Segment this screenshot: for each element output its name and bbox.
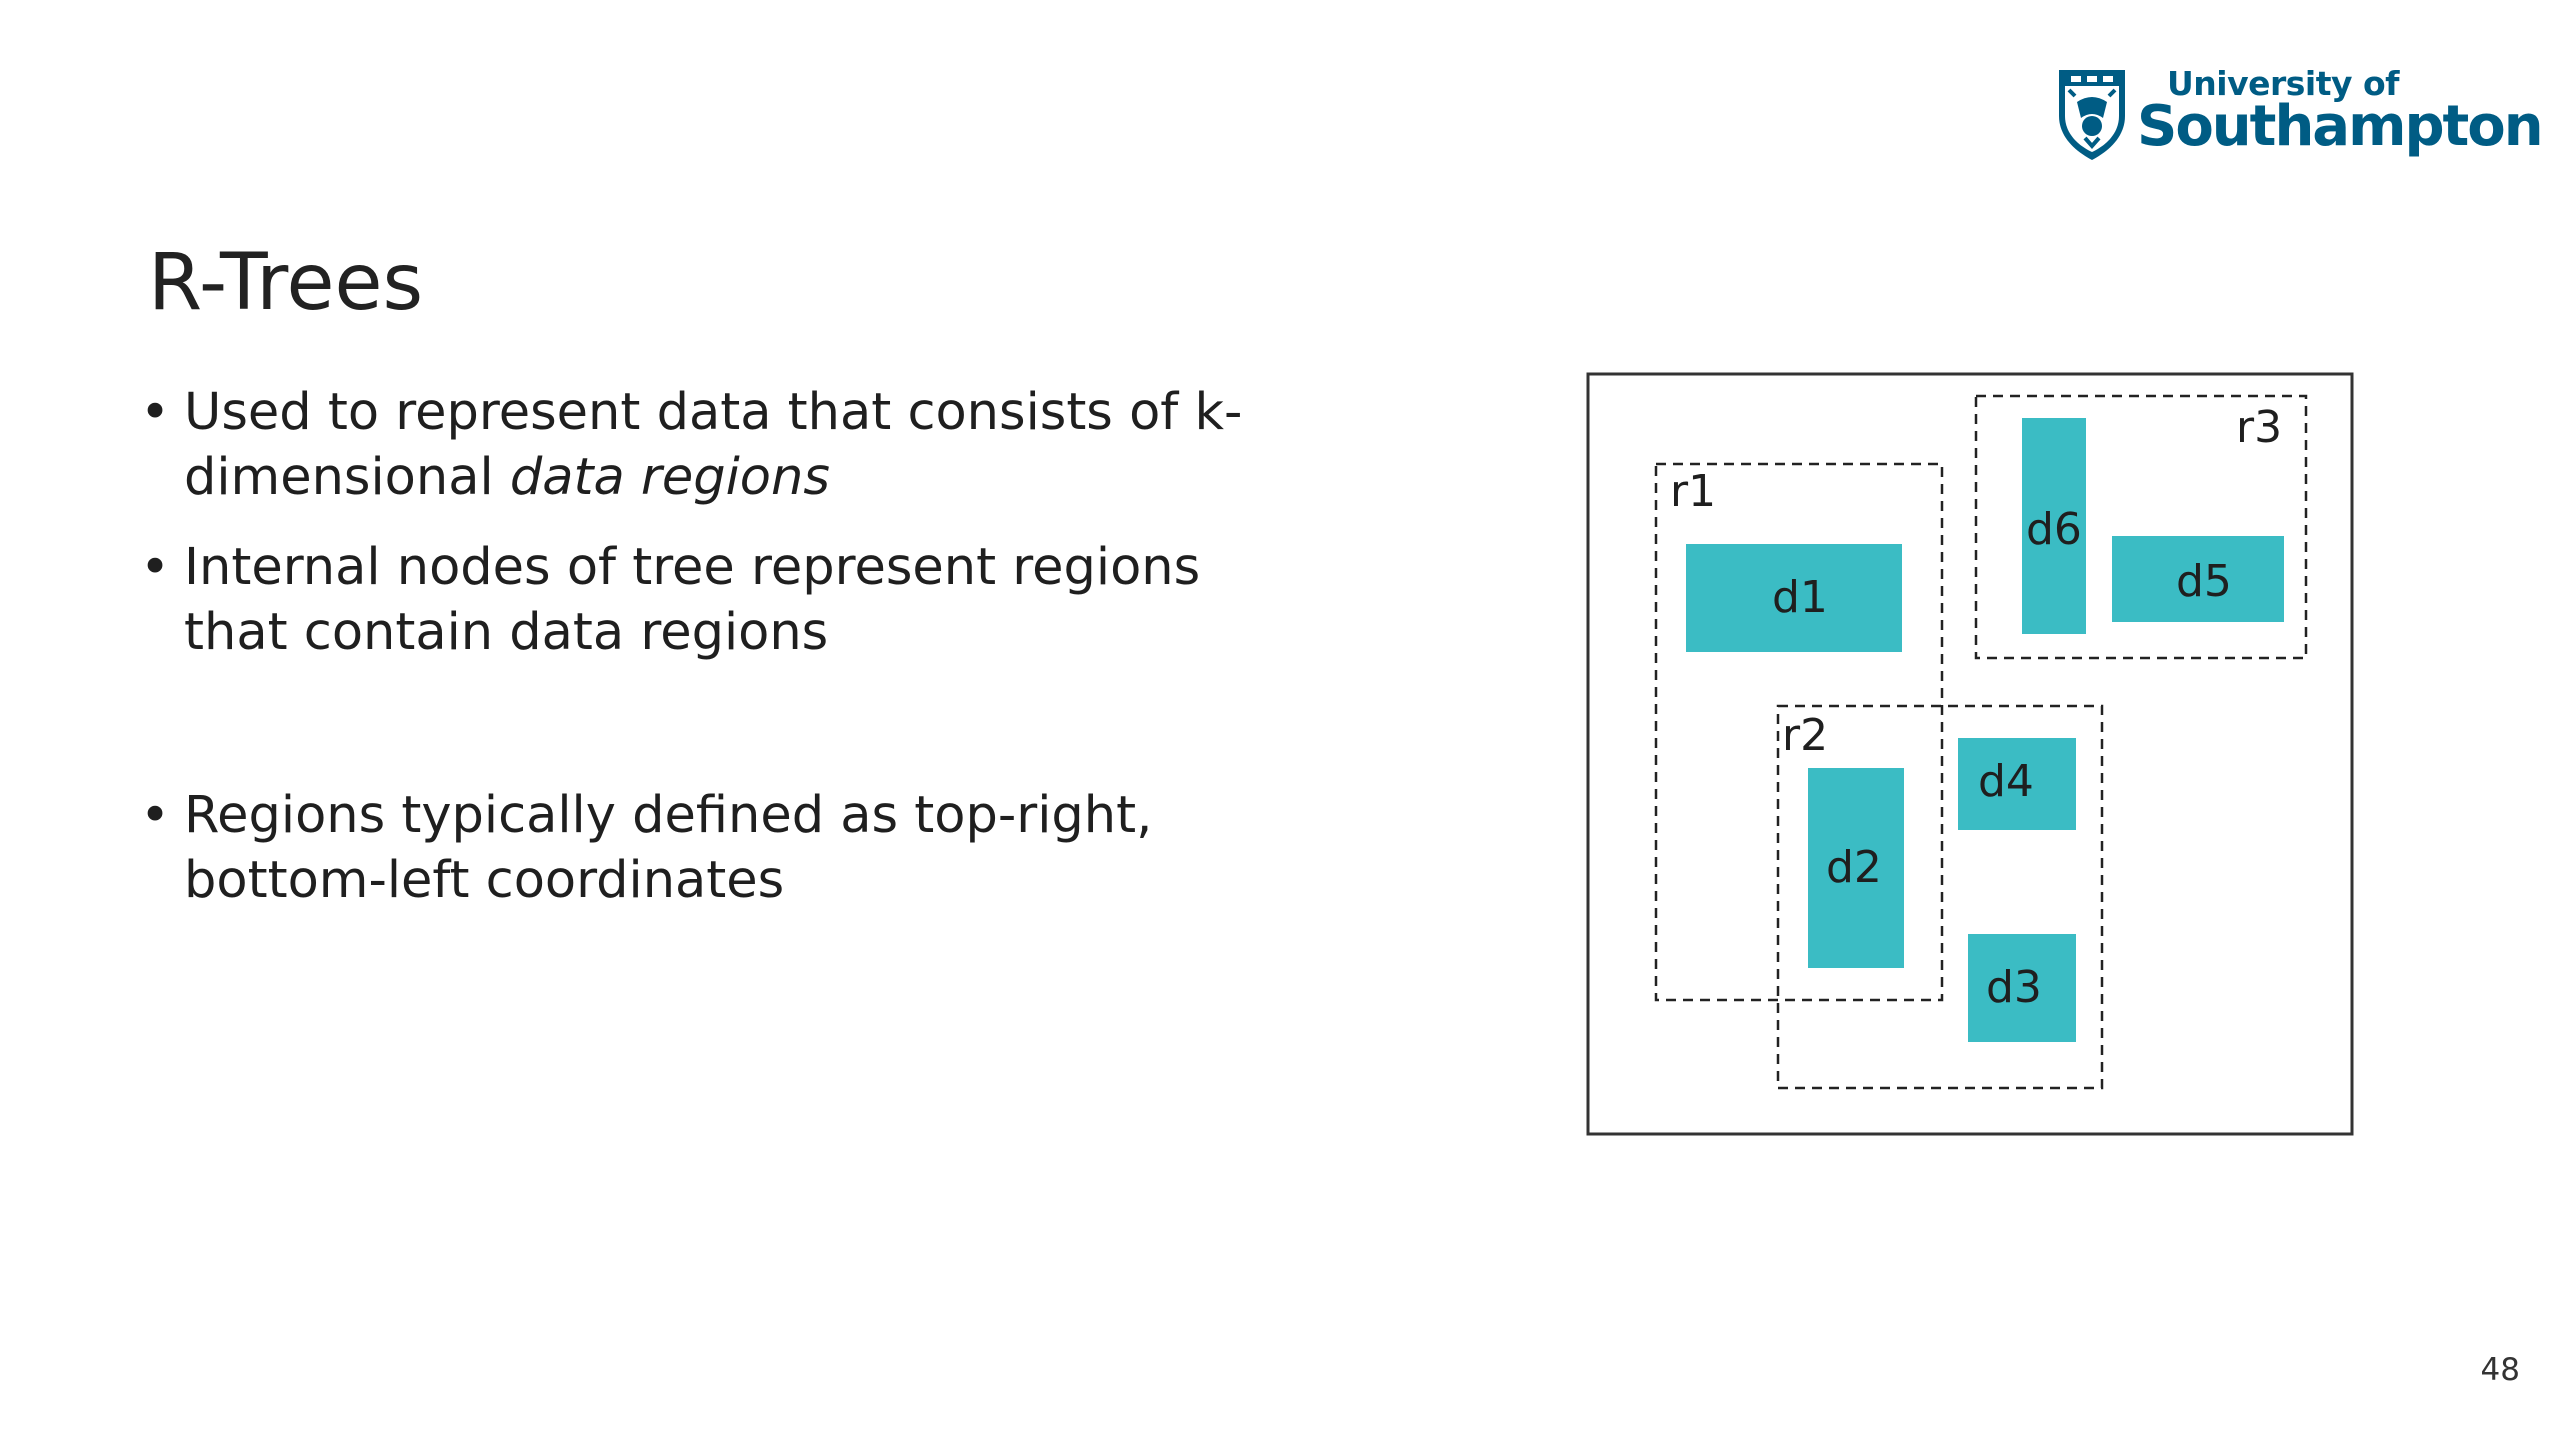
data-label-d1: d1 bbox=[1772, 572, 1828, 623]
region-label-r1: r1 bbox=[1670, 466, 1716, 517]
page-number: 48 bbox=[2480, 1352, 2520, 1388]
shield-crest-icon bbox=[2059, 70, 2125, 160]
bullet-text: Regions typically defined as top-right, … bbox=[184, 786, 1153, 910]
data-label-d4: d4 bbox=[1978, 756, 2034, 807]
data-region-d4 bbox=[1958, 738, 2076, 830]
data-region-d5 bbox=[2112, 536, 2284, 622]
bullet-item: • Regions typically defined as top-right… bbox=[140, 783, 1300, 913]
data-region-d6 bbox=[2022, 418, 2086, 634]
bullet-item: • Internal nodes of tree represent regio… bbox=[140, 535, 1300, 665]
data-region-d1 bbox=[1686, 544, 1902, 652]
bullet-item: • Used to represent data that consists o… bbox=[140, 380, 1300, 510]
university-logo: University of Southampton bbox=[2055, 62, 2544, 170]
data-regions bbox=[1686, 418, 2284, 1042]
data-label-d3: d3 bbox=[1986, 962, 2042, 1013]
rtree-diagram: d1 d2 d3 d4 d5 d6 r1 r2 r3 bbox=[1586, 372, 2354, 1136]
data-label-d5: d5 bbox=[2176, 556, 2232, 607]
bounding-region-r2 bbox=[1776, 704, 2104, 1090]
region-label-r2: r2 bbox=[1782, 710, 1828, 761]
data-label-d2: d2 bbox=[1826, 842, 1882, 893]
logo-text-university-of: University of bbox=[2167, 64, 2400, 103]
region-label-r3: r3 bbox=[2236, 402, 2282, 453]
bullet-dot: • bbox=[140, 786, 171, 845]
bullet-text: Used to represent data that consists of … bbox=[184, 383, 1243, 507]
data-region-d2 bbox=[1808, 768, 1904, 968]
logo-text-southampton: Southampton bbox=[2137, 94, 2544, 159]
bullet-emphasis: data regions bbox=[509, 448, 830, 507]
data-region-d3 bbox=[1968, 934, 2076, 1042]
bullet-dot: • bbox=[140, 538, 171, 597]
bullet-list: • Used to represent data that consists o… bbox=[140, 380, 1300, 913]
slide-title: R-Trees bbox=[148, 238, 424, 328]
data-label-d6: d6 bbox=[2026, 504, 2082, 555]
bounding-regions bbox=[1654, 394, 2308, 1090]
bounding-region-r3 bbox=[1974, 394, 2308, 660]
bullet-text: Internal nodes of tree represent regions… bbox=[184, 538, 1201, 662]
bullet-dot: • bbox=[140, 383, 171, 442]
bounding-region-r1 bbox=[1654, 462, 1944, 1002]
